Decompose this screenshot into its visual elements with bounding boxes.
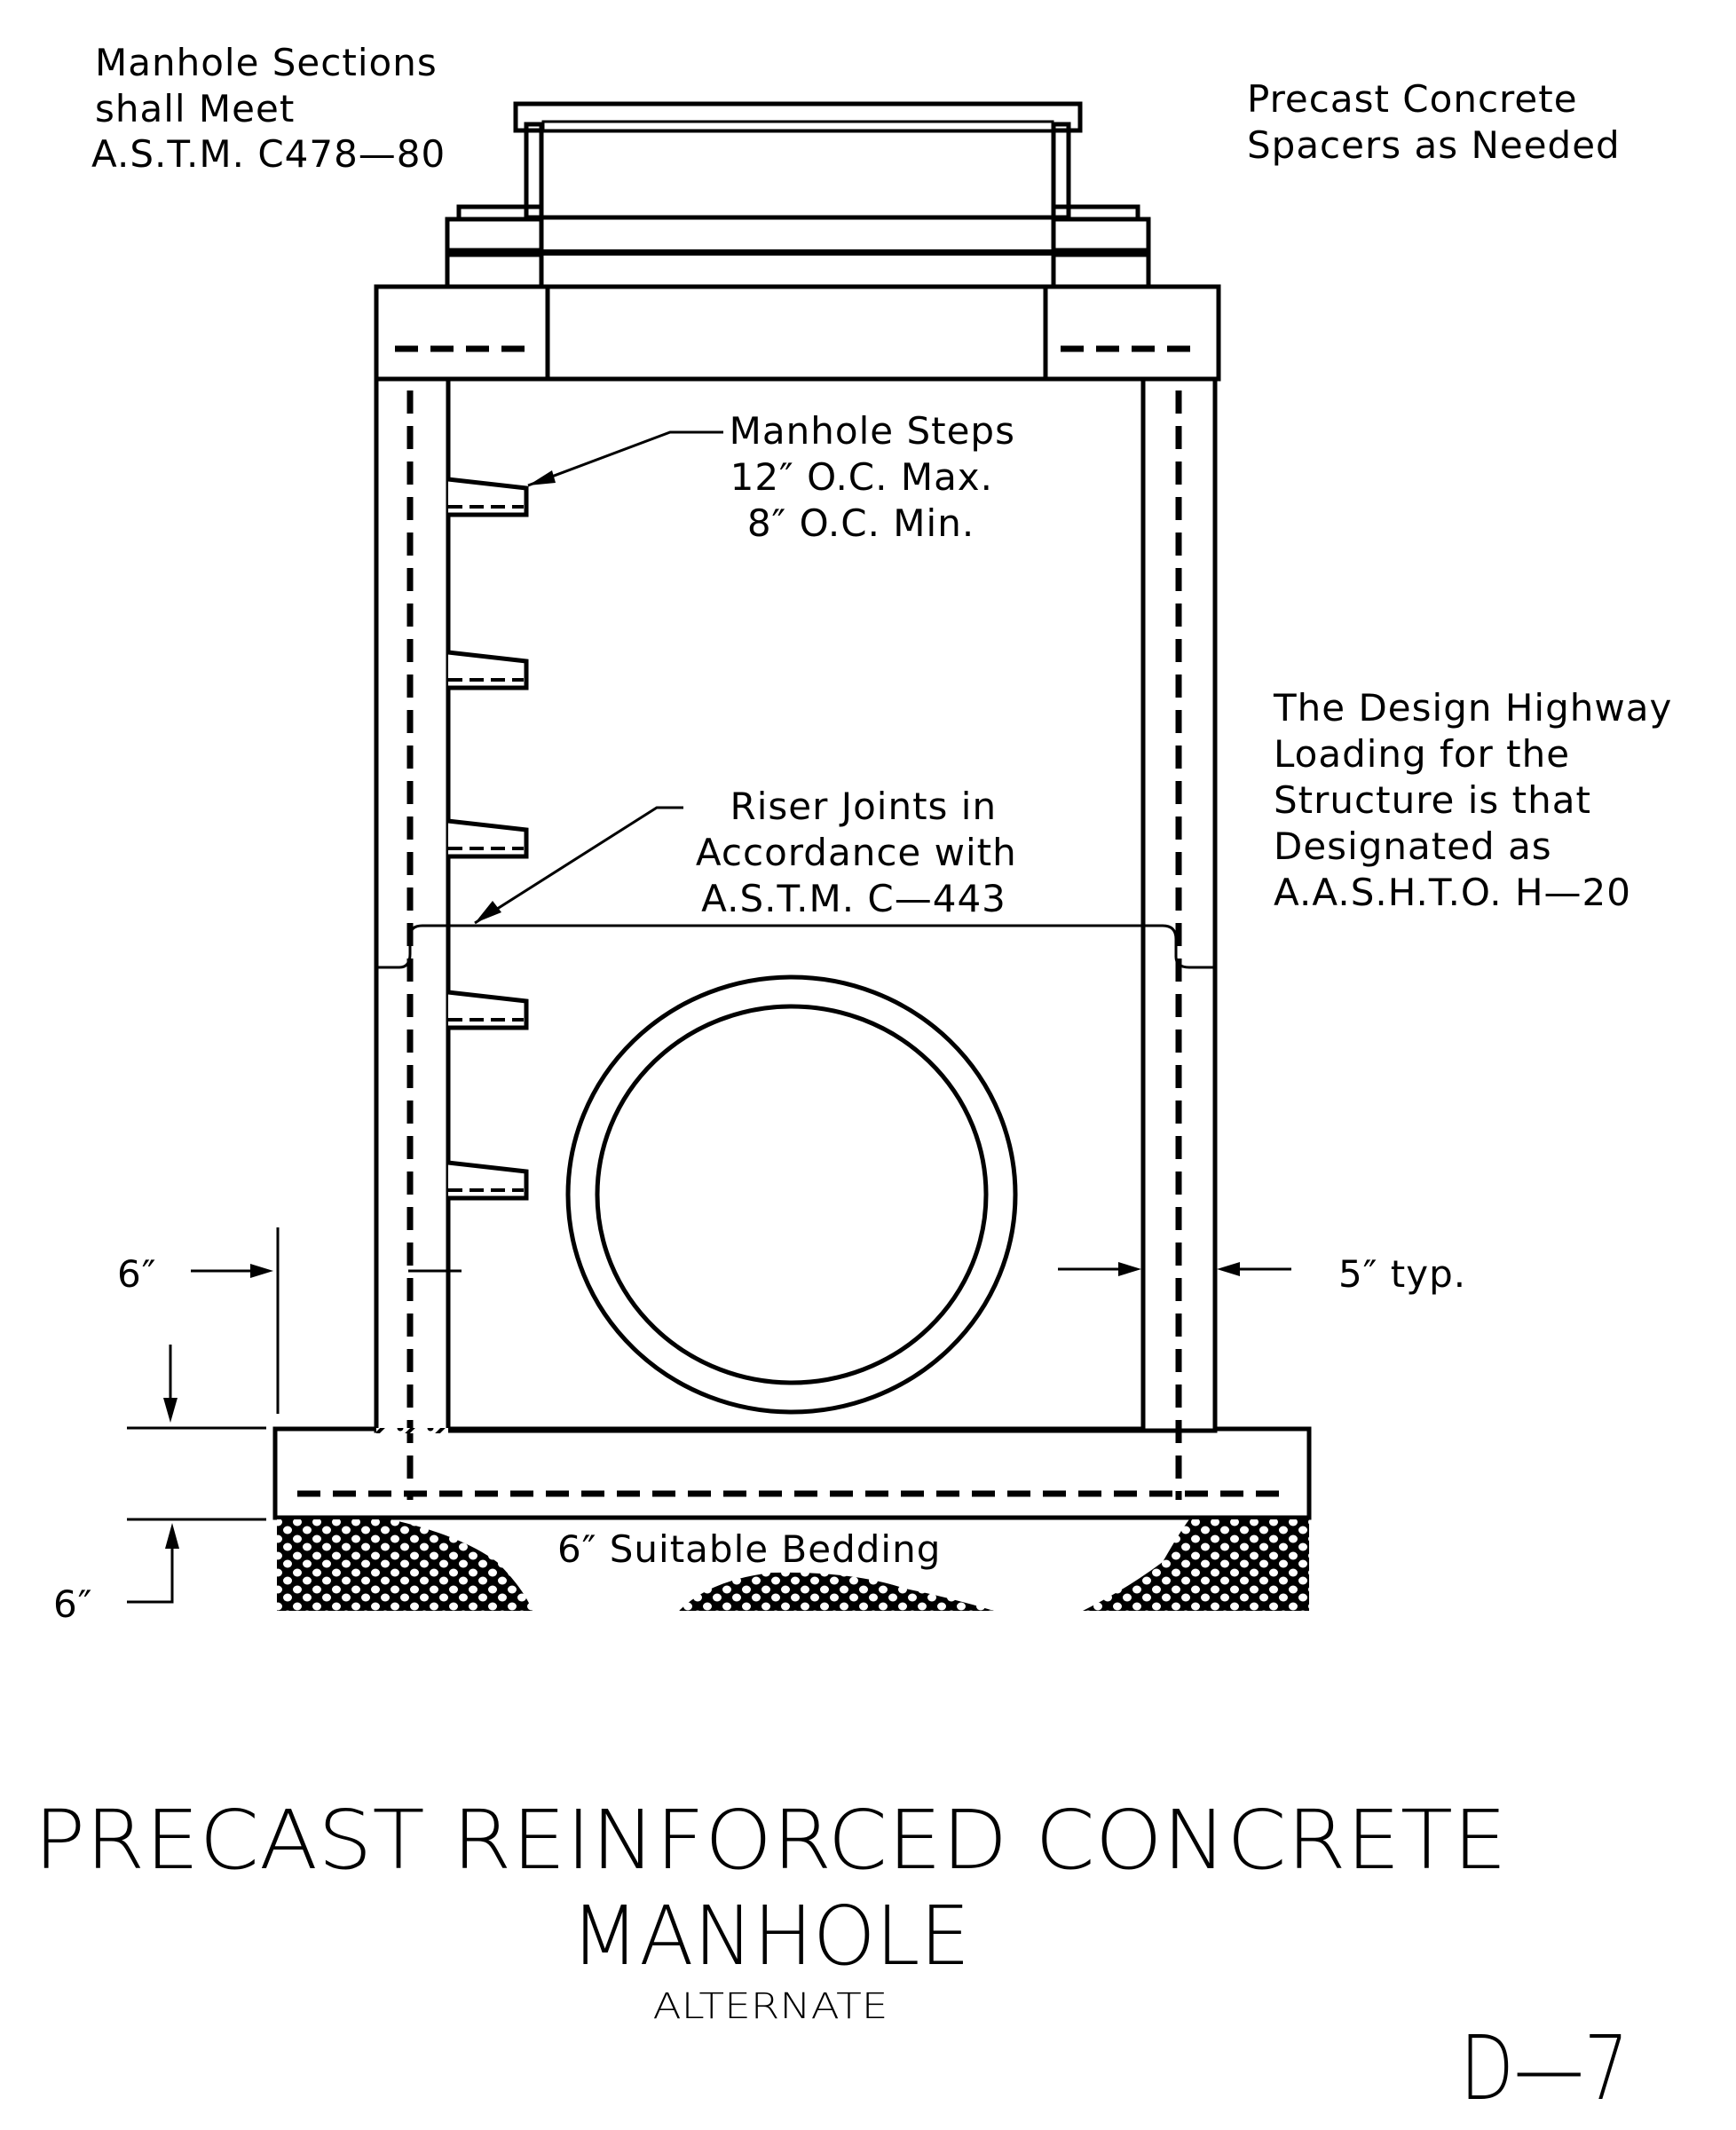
pipe-outer-wall [565,974,1018,1415]
spacer-joint-bar [541,249,1053,256]
base-slab [272,1426,1312,1520]
dim-arrow-left [1217,1262,1240,1276]
dim-label-wall-right: 5″ typ. [1338,1252,1466,1296]
precast-spacers [445,217,1151,289]
spacer-right-2 [1051,252,1151,289]
note-manhole-sections: Manhole Sections shall Meet A.S.T.M. C47… [91,41,450,176]
dim-arrow-right-2 [1118,1262,1141,1276]
drawing-title-line-1: PRECAST REINFORCED CONCRETE [34,1793,1507,1888]
pipe-inner-wall [595,1004,989,1385]
note-riser-joints: Riser Joints in Accordance with A.S.T.M.… [696,785,1030,920]
dim-label-wall-left: 6″ [117,1252,156,1296]
riser-joint-left [376,924,448,969]
manhole-frame-and-cover [456,101,1140,222]
manhole-step [447,990,529,1030]
spacer-left-2 [445,252,544,289]
manhole-walls [374,376,1218,1500]
manhole-steps [447,477,529,1201]
sheet-id: D—7 [1460,2016,1629,2120]
dimensions [127,1227,1291,1604]
leaders [474,430,723,925]
drawing-subtitle: ALTERNATE [653,1986,888,2027]
steps-leader [527,430,723,487]
note-bedding: 6″ Suitable Bedding [557,1527,941,1571]
manhole-step [447,477,529,517]
manhole-step [447,818,529,859]
frame-wall-left [524,122,544,220]
note-highway-loading: The Design Highway Loading for the Struc… [1273,686,1685,914]
riser-leader-arrowhead [475,901,501,923]
manhole-step [447,1160,529,1201]
dim-label-base: 6″ [53,1582,92,1626]
dim-arrow-right [250,1264,273,1278]
spacer-left-1 [445,217,544,253]
cover-underside [541,120,1054,132]
drawing-title-line-2: MANHOLE [571,1889,970,1984]
pipe-opening [565,974,1018,1415]
top-slab-left [374,284,550,382]
frame-wall-right [1051,122,1071,220]
top-slab-right [1043,284,1221,382]
top-slab [374,284,1221,382]
gravel-bedding [277,1519,1309,1611]
manhole-step [447,650,529,690]
dim-arrow-up [165,1523,179,1549]
steps-leader-arrowhead [528,470,556,485]
dim-arrow-down [163,1398,178,1423]
note-spacers: Precast Concrete Spacers as Needed [1247,77,1621,167]
spacer-right-1 [1051,217,1151,253]
note-manhole-steps: Manhole Steps 12″ O.C. Max. 8″ O.C. Min. [730,409,1029,545]
riser-joint-right [1143,924,1215,969]
riser-leader [474,806,683,925]
